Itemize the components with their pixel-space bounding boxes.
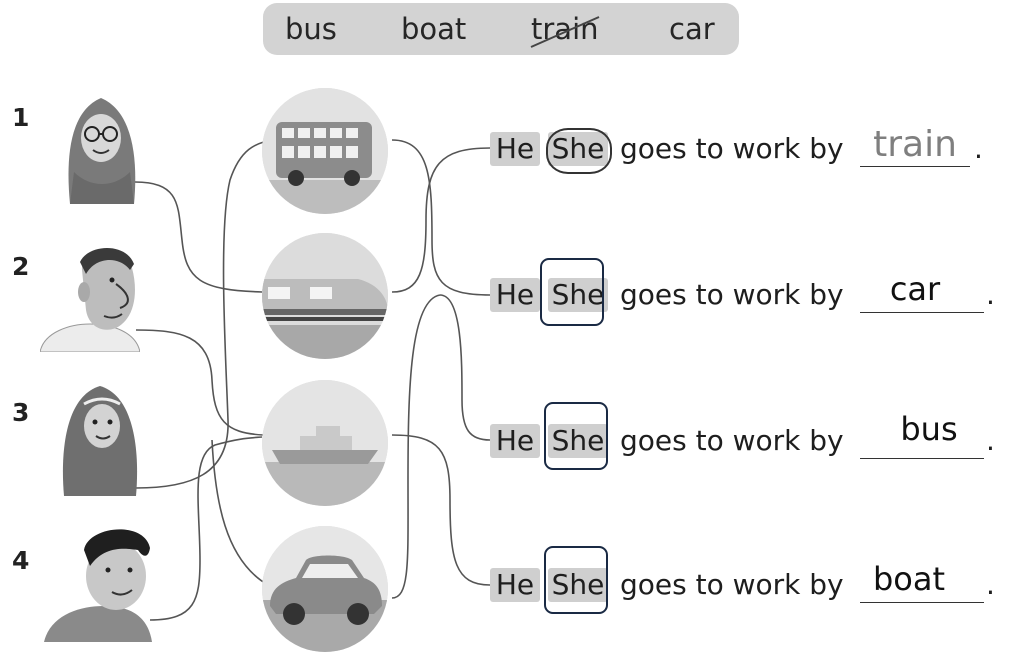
answer-blank[interactable] [860, 566, 984, 603]
sentence-4: He She goes to work by boat . [490, 546, 1000, 616]
word-bank-train: train [531, 12, 599, 46]
she-option[interactable]: She [548, 424, 608, 458]
train-icon [262, 233, 388, 359]
strike-through-mark [530, 16, 600, 48]
answer-blank[interactable] [860, 422, 984, 459]
he-option[interactable]: He [490, 278, 540, 312]
he-option[interactable]: He [490, 424, 540, 458]
answer-text: train [873, 124, 957, 165]
line-boat-sentence [391, 434, 491, 586]
word-bank-boat: boat [401, 12, 467, 46]
sentence-stem: goes to work by [620, 278, 844, 311]
answer-text: car [889, 270, 941, 308]
answer-blank[interactable] [860, 276, 984, 313]
line-person1-train [134, 181, 263, 293]
word-bank-car: car [669, 12, 715, 46]
she-boxed-mark [544, 402, 608, 470]
he-option[interactable]: He [490, 132, 540, 166]
item-number-3: 3 [12, 398, 30, 427]
sentence-3: He She goes to work by bus . [490, 402, 1000, 472]
line-car-entry [211, 439, 269, 586]
she-circled-mark [546, 128, 612, 174]
line-car-sentence [391, 294, 441, 599]
sentence-stem: goes to work by [620, 132, 844, 165]
sentence-1: He She goes to work by train . [490, 124, 990, 180]
sentence-2: He She goes to work by car . [490, 258, 1000, 326]
boy-icon [44, 520, 154, 642]
item-number-2: 2 [12, 252, 30, 281]
woman-hijab-glasses-icon [60, 92, 142, 204]
period: . [986, 424, 995, 457]
period: . [986, 278, 995, 311]
line-train-sentence [391, 147, 491, 293]
car-icon [262, 526, 388, 652]
girl-hijab-icon [60, 380, 140, 496]
answer-text: bus [900, 410, 958, 448]
she-boxed-mark [540, 258, 604, 326]
answer-text: boat [872, 560, 946, 598]
word-bank: bus boat train car [263, 3, 739, 55]
item-number-4: 4 [12, 546, 30, 575]
line-person2-boat [135, 329, 264, 436]
line-person3-bus [135, 139, 276, 489]
boat-icon [262, 380, 388, 506]
man-icon [40, 240, 140, 352]
line-bus-sentence [391, 139, 491, 296]
she-option[interactable]: She [548, 278, 608, 312]
bus-icon [262, 88, 388, 214]
sentence-stem: goes to work by [620, 424, 844, 457]
word-bank-bus: bus [285, 12, 337, 46]
period: . [974, 132, 983, 165]
line-car-sentence-b [439, 294, 491, 441]
he-option[interactable]: He [490, 568, 540, 602]
answer-blank[interactable] [860, 130, 970, 167]
she-option[interactable]: She [548, 568, 608, 602]
item-number-1: 1 [12, 103, 30, 132]
line-person4-car [149, 436, 263, 621]
period: . [986, 568, 995, 601]
sentence-stem: goes to work by [620, 568, 844, 601]
she-boxed-mark [544, 546, 608, 614]
